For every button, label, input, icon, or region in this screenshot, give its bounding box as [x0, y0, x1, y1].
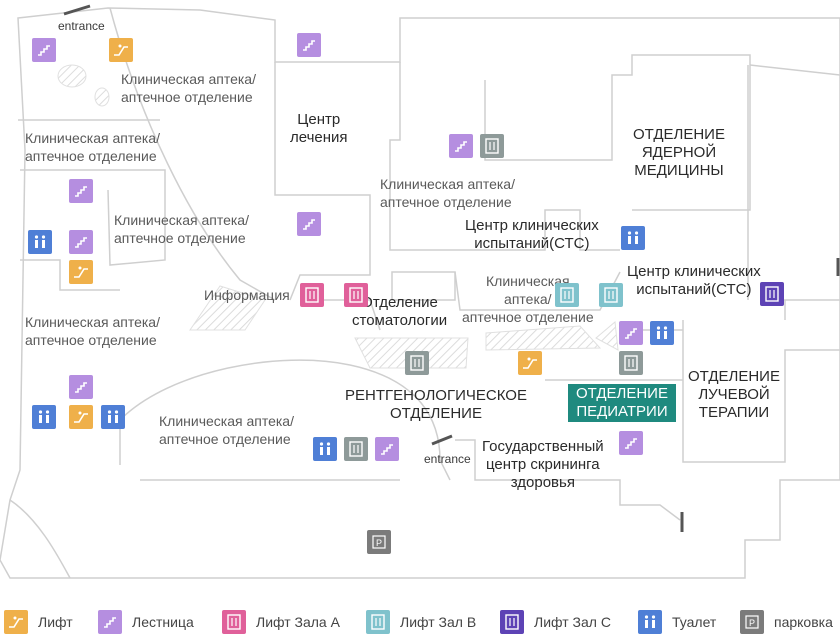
stairs-icon[interactable]: [619, 321, 643, 345]
toilet-icon[interactable]: [650, 321, 674, 345]
lift-icon[interactable]: [344, 437, 368, 461]
stairs-icon[interactable]: [449, 134, 473, 158]
radiotherapy-label: ОТДЕЛЕНИЕ ЛУЧЕВОЙ ТЕРАПИИ: [688, 368, 780, 421]
stairs-icon[interactable]: [32, 38, 56, 62]
lift-hall-a-icon[interactable]: [344, 283, 368, 307]
elevator-icon[interactable]: [518, 351, 542, 375]
legend-label: Лифт: [38, 614, 73, 630]
pharmacy-label: Клиническая аптека/ аптечное отделение: [25, 130, 160, 164]
legend-label: Лифт Зала А: [256, 614, 340, 630]
stairs-icon[interactable]: [69, 179, 93, 203]
legend-item-lift-hall-a: Лифт Зала А: [222, 610, 340, 634]
elevator-icon[interactable]: [109, 38, 133, 62]
legend-label: Туалет: [672, 614, 717, 630]
legend-label: Лифт Зал С: [534, 614, 611, 630]
hatched-area: [94, 87, 110, 107]
legend-item-elevator: Лифт: [4, 610, 73, 634]
parking-icon: P: [740, 610, 764, 634]
stairs-icon[interactable]: [619, 431, 643, 455]
pharmacy-label: Клиническая аптека/ аптечное отделение: [462, 273, 594, 325]
entrance-marker: [431, 434, 453, 446]
radiology-label: РЕНТГЕНОЛОГИЧЕСКОЕ ОТДЕЛЕНИЕ: [345, 387, 527, 422]
toilet-icon[interactable]: [28, 230, 52, 254]
stairs-icon[interactable]: [69, 375, 93, 399]
hatched-area: [189, 285, 266, 331]
entrance-marker: [63, 4, 91, 16]
legend-item-stairs: Лестница: [98, 610, 194, 634]
legend: Лифт Лестница Лифт Зала А Лифт Зал В Лиф…: [0, 604, 840, 636]
elevator-icon[interactable]: [69, 405, 93, 429]
toilet-icon: [638, 610, 662, 634]
svg-text:P: P: [376, 538, 382, 548]
legend-label: парковка: [774, 614, 833, 630]
toilet-icon[interactable]: [313, 437, 337, 461]
lift-hall-c-icon[interactable]: [760, 282, 784, 306]
lift-hall-c-icon: [500, 610, 524, 634]
lift-hall-a-icon[interactable]: [300, 283, 324, 307]
toilet-icon[interactable]: [621, 226, 645, 250]
legend-label: Лестница: [132, 614, 194, 630]
lift-icon[interactable]: [405, 351, 429, 375]
entrance-label: entrance: [424, 452, 471, 466]
treatment-center-label: Центр лечения: [290, 111, 348, 146]
lift-hall-b-icon[interactable]: [599, 283, 623, 307]
floor-map: [0, 4, 840, 579]
entrance-label: entrance: [58, 19, 105, 33]
toilet-icon[interactable]: [101, 405, 125, 429]
stairs-icon[interactable]: [375, 437, 399, 461]
legend-label: Лифт Зал В: [400, 614, 477, 630]
legend-item-lift-hall-b: Лифт Зал В: [366, 610, 476, 634]
clinical-trials-center-label: Центр клинических испытаний(СТС): [465, 217, 599, 252]
hatched-area: [57, 64, 87, 88]
pharmacy-label: Клиническая аптека/ аптечное отделение: [380, 176, 515, 210]
clinical-trials-center-label: Центр клинических испытаний(СТС): [627, 263, 761, 298]
lift-icon[interactable]: [480, 134, 504, 158]
pharmacy-label: Клиническая аптека/ аптечное отделение: [114, 212, 249, 246]
information-label: Информация: [204, 287, 290, 303]
elevator-icon[interactable]: [69, 260, 93, 284]
pharmacy-label: Клиническая аптека/ аптечное отделение: [25, 314, 160, 348]
lift-icon[interactable]: [619, 351, 643, 375]
pharmacy-label: Клиническая аптека/ аптечное отделение: [159, 413, 294, 447]
lift-hall-b-icon: [366, 610, 390, 634]
lift-hall-a-icon: [222, 610, 246, 634]
screening-center-label: Государственный центр скрининга здоровья: [482, 438, 604, 491]
stairs-icon[interactable]: [69, 230, 93, 254]
hatched-area: [595, 321, 619, 351]
stairs-icon: [98, 610, 122, 634]
lift-hall-b-icon[interactable]: [555, 283, 579, 307]
pharmacy-label: Клиническая аптека/ аптечное отделение: [121, 71, 256, 105]
stairs-icon[interactable]: [297, 33, 321, 57]
legend-item-lift-hall-c: Лифт Зал С: [500, 610, 611, 634]
hatched-area: [485, 325, 602, 351]
svg-text:P: P: [749, 618, 755, 628]
parking-icon[interactable]: P: [367, 530, 391, 554]
legend-item-toilet: Туалет: [638, 610, 716, 634]
pediatrics-label[interactable]: ОТДЕЛЕНИЕ ПЕДИАТРИИ: [568, 384, 676, 422]
dentistry-label: Отделение стоматологии: [352, 294, 448, 329]
nuclear-medicine-label: ОТДЕЛЕНИЕ ЯДЕРНОЙ МЕДИЦИНЫ: [633, 126, 725, 179]
toilet-icon[interactable]: [32, 405, 56, 429]
legend-item-parking: P парковка: [740, 610, 833, 634]
elevator-icon: [4, 610, 28, 634]
stairs-icon[interactable]: [297, 212, 321, 236]
